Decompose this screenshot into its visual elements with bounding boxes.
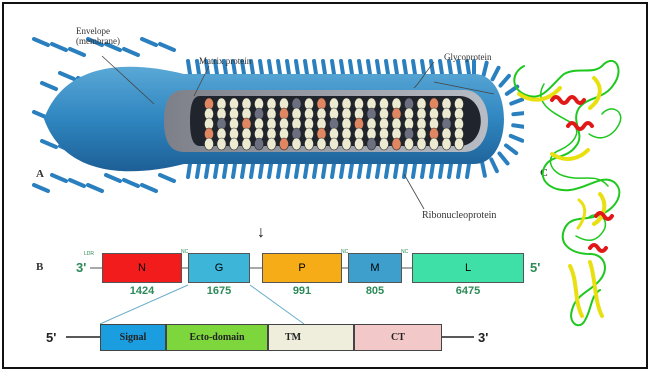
protein-structure-ribbon: [4, 4, 644, 369]
figure-frame: A Envelope (membrane) Matrix protein Gly…: [2, 2, 648, 369]
